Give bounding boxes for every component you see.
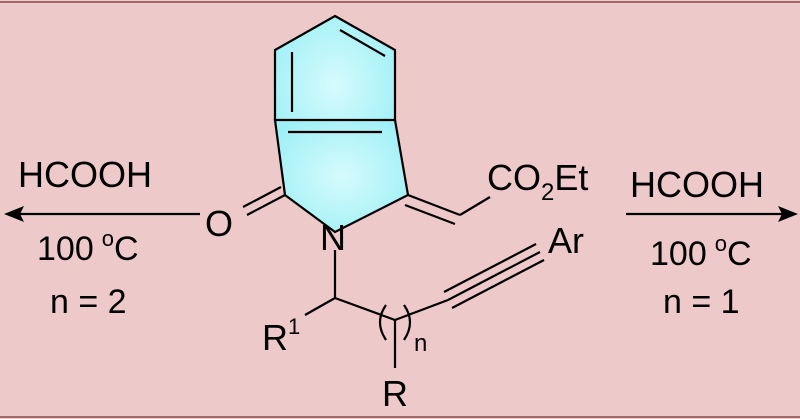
chain-subscript-n: n [414,330,427,357]
arrow-right-icon [626,206,798,222]
lactam-ring [273,118,410,234]
left-condition: n = 2 [50,283,127,321]
atom-oxygen: O [205,203,233,244]
molecule-structure [242,14,545,368]
right-condition: n = 1 [663,283,740,321]
r-substituent: R [382,373,408,414]
left-reagent: HCOOH [18,154,152,195]
aryl-group: Ar [548,220,584,261]
arrow-left-icon [4,206,200,222]
r1-substituent: R1 [262,314,300,358]
atom-nitrogen: N [320,217,346,258]
ester-group: CO2Et [487,157,588,206]
right-reagent: HCOOH [630,164,764,205]
